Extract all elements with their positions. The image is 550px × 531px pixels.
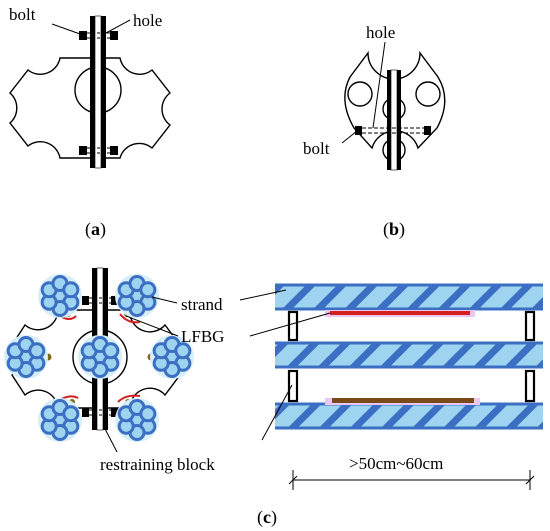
panel-a-diagram [9, 15, 171, 169]
panel-c-top-bolt [82, 296, 118, 305]
panel-c-lfbg-leader [125, 315, 179, 337]
strand-bundle [78, 335, 122, 379]
strand-wire [102, 342, 120, 360]
panel-a-hole-leader [105, 19, 131, 34]
panel-c-bottom-bolt [82, 408, 118, 417]
panel-a-split-plate [90, 15, 106, 169]
panel-c-restraining-band-leader [261, 384, 293, 441]
strand-band-middle [275, 343, 543, 367]
panel-a-bolt-leader [51, 23, 81, 35]
strand-bundle [115, 274, 159, 318]
lfbg-sensor-arc [119, 313, 141, 324]
panel-a-bolt-label: bolt [9, 5, 36, 24]
panel-a-bottom-bolt [79, 146, 118, 155]
panel-c-restraining-block-label: restraining block [100, 455, 215, 474]
strand-bundle [38, 398, 82, 442]
panel-c-strand-band-leader [239, 289, 287, 301]
panel-c-dimension-label: >50cm~60cm [349, 454, 444, 473]
strand-band-top [275, 285, 543, 309]
panel-b-left-hole [347, 81, 373, 107]
panel-b-split-plate [387, 69, 401, 171]
panel-a-plate [9, 57, 171, 159]
strand-bundle [115, 398, 159, 442]
strand-wire [28, 342, 46, 360]
panel-b-bolt [355, 126, 431, 135]
panel-c-restraining-leader [102, 424, 118, 453]
panel-b-bolt-label: bolt [303, 139, 330, 158]
lfbg-sensor-lower [332, 398, 474, 403]
strand-band-bottom [275, 404, 543, 428]
restraining-block-right-upper [524, 310, 536, 342]
panel-b-right-hole [415, 81, 441, 107]
strand-bundle [38, 274, 82, 318]
lfbg-sensor-upper [330, 311, 470, 315]
panel-c-cross-section [4, 267, 194, 453]
panel-a-hole-label: hole [133, 11, 163, 30]
restraining-block-left-upper [287, 310, 299, 342]
lfbg-sensor-arc [117, 394, 141, 403]
strand-wire [139, 281, 157, 299]
strand-bundle [150, 335, 194, 379]
restraining-block-left-lower [287, 369, 299, 403]
panel-b-caption: (b) [383, 219, 406, 239]
panel-c-lfbg-band-leader [249, 312, 331, 337]
strand-bundles [4, 274, 194, 442]
panel-c-lfbg-label: LFBG [181, 327, 225, 346]
strand-wire [62, 405, 80, 423]
restraining-block-right-lower [524, 369, 536, 403]
panel-b-diagram [341, 41, 446, 171]
dimension-line [288, 470, 535, 490]
panel-a-caption: (a) [85, 219, 106, 239]
panel-b-hole-leader [372, 41, 386, 129]
panel-b-hole-label: hole [366, 23, 396, 42]
panel-b-bolt-leader [341, 130, 358, 144]
panel-c-strand-label: strand [181, 295, 223, 314]
strand-wire [62, 281, 80, 299]
panel-c-longitudinal-view [239, 283, 543, 490]
panel-c-strand-leader [151, 296, 178, 304]
strand-wire [139, 405, 157, 423]
strand-bundle [4, 335, 48, 379]
panel-c-caption: (c) [257, 507, 277, 527]
panel-a-top-bolt [79, 31, 118, 40]
strand-wire [174, 342, 192, 360]
